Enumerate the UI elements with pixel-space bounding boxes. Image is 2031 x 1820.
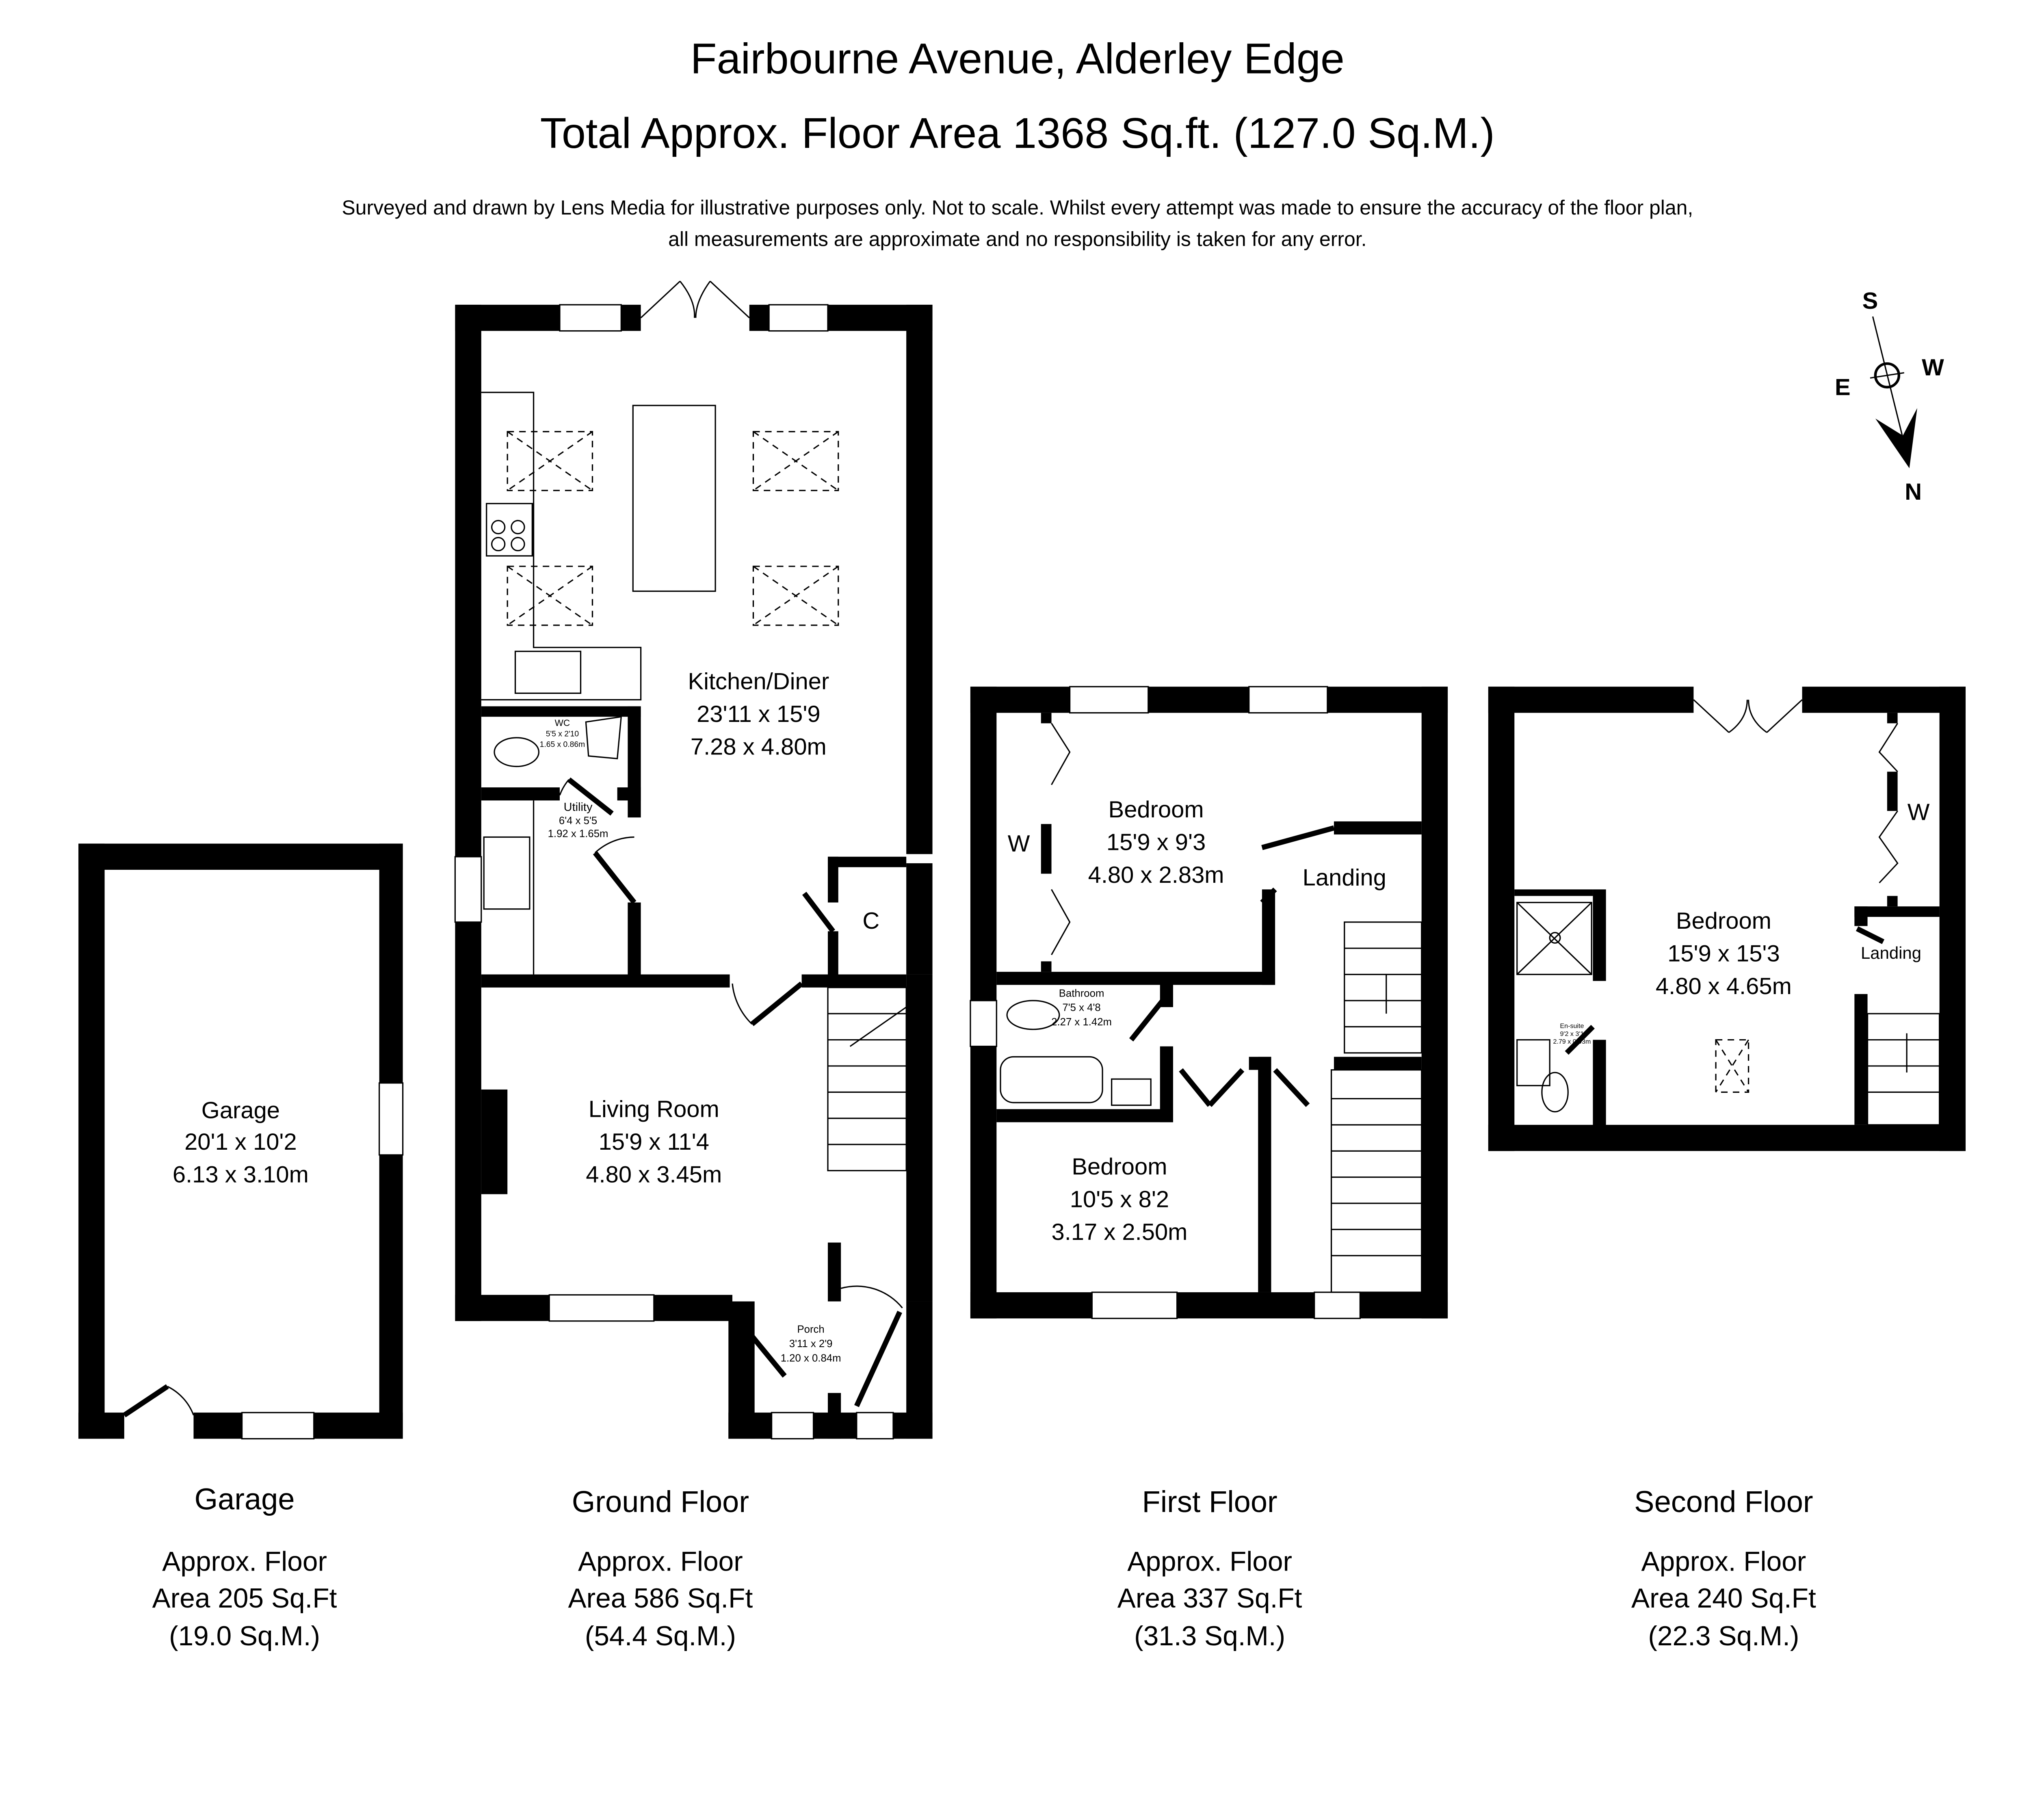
rooms-kitchen-name-label: Kitchen/Diner [688, 669, 829, 695]
floor-area-first: First Floor Approx. Floor Area 337 Sq.Ft… [1117, 1485, 1302, 1651]
rooms-ensuite-metric-label: 2.79 x 0.93m [1553, 1038, 1591, 1045]
rooms-bathroom-imperial-label: 7'5 x 4'8 [1062, 1002, 1100, 1014]
rooms-kitchen-imperial-label: 23'11 x 15'9 [697, 701, 821, 727]
second-floor-landing-label: Landing [1861, 943, 1921, 962]
rooms-bedroom1-name-label: Bedroom [1109, 797, 1204, 823]
floors-1-name-label: Ground Floor [572, 1485, 749, 1519]
floors-2-line2-label: Area 337 Sq.Ft [1117, 1583, 1302, 1614]
floors-2-line1-label: Approx. Floor [1127, 1547, 1292, 1577]
floors-2-line3-label: (31.3 Sq.M.) [1134, 1621, 1285, 1651]
rooms-wardrobe1-name-label: W [1008, 831, 1030, 857]
rooms-living-imperial-label: 15'9 x 11'4 [599, 1129, 709, 1155]
floors-3-line1-label: Approx. Floor [1641, 1547, 1806, 1577]
rooms-bathroom-metric-label: 2.27 x 1.42m [1051, 1016, 1112, 1028]
floors-0-line2-label: Area 205 Sq.Ft [152, 1583, 337, 1614]
floors-3-name-label: Second Floor [1634, 1485, 1813, 1519]
rooms-bedroom2-imperial-label: 10'5 x 8'2 [1070, 1187, 1169, 1213]
garage-plan: Garage 20'1 x 10'2 6.13 x 3.10m [78, 843, 404, 1440]
rooms-wc-imperial-label: 5'5 x 2'10 [546, 730, 579, 739]
floors-3-line3-label: (22.3 Sq.M.) [1648, 1621, 1799, 1651]
rooms-garage-imperial-label: 20'1 x 10'2 [184, 1129, 297, 1155]
floor-area-second: Second Floor Approx. Floor Area 240 Sq.F… [1631, 1485, 1816, 1651]
rooms-wc-name-label: WC [555, 718, 570, 728]
floor-area-ground: Ground Floor Approx. Floor Area 586 Sq.F… [568, 1485, 753, 1651]
rooms-porch-name-label: Porch [797, 1324, 824, 1335]
rooms-garage-metric-label: 6.13 x 3.10m [173, 1161, 309, 1187]
compass-e-label: E [1835, 374, 1851, 400]
floors-1-line1-label: Approx. Floor [578, 1547, 743, 1577]
floors-1-line2-label: Area 586 Sq.Ft [568, 1583, 753, 1614]
rooms-living-metric-label: 4.80 x 3.45m [586, 1161, 722, 1187]
rooms-living-name-label: Living Room [589, 1096, 719, 1122]
disclaimer-line-1: Surveyed and drawn by Lens Media for ill… [342, 196, 1693, 219]
rooms-bedroom2-metric-label: 3.17 x 2.50m [1051, 1219, 1187, 1245]
rooms-bedroom1-imperial-label: 15'9 x 9'3 [1106, 830, 1206, 856]
rooms-bathroom-name-label: Bathroom [1059, 988, 1104, 999]
floors-0-line1-label: Approx. Floor [162, 1547, 327, 1577]
rooms-bedroom2-name-label: Bedroom [1072, 1154, 1167, 1180]
rooms-bedroom3-name-label: Bedroom [1676, 908, 1771, 934]
plan-title: Fairbourne Avenue, Alderley Edge [691, 34, 1345, 82]
rooms-porch-imperial-label: 3'11 x 2'9 [789, 1338, 833, 1350]
rooms-bedroom1-metric-label: 4.80 x 2.83m [1088, 862, 1224, 888]
floors-0-name-label: Garage [195, 1482, 295, 1516]
compass-n-label: N [1905, 479, 1922, 505]
rooms-utility-imperial-label: 6'4 x 5'5 [559, 815, 597, 826]
compass-w-label: W [1922, 355, 1944, 381]
rooms-ensuite-name-label: En-suite [1560, 1023, 1584, 1030]
floors-2-name-label: First Floor [1142, 1485, 1277, 1519]
rooms-wc-metric-label: 1.65 x 0.86m [540, 740, 585, 749]
compass-s-label: S [1862, 288, 1878, 314]
floors-0-line3-label: (19.0 Sq.M.) [169, 1621, 320, 1651]
floor-plan: Fairbourne Avenue, Alderley Edge Total A… [78, 34, 1966, 1651]
first-floor-plan: Bedroom 15'9 x 9'3 4.80 x 2.83m W Landin… [970, 686, 1448, 1319]
rooms-porch-metric-label: 1.20 x 0.84m [781, 1353, 841, 1364]
rooms-ensuite-imperial-label: 9'2 x 3'1 [1560, 1030, 1584, 1038]
floor-area-garage: Garage Approx. Floor Area 205 Sq.Ft (19.… [152, 1482, 337, 1651]
rooms-wardrobe2-name-label: W [1908, 800, 1930, 826]
rooms-utility-metric-label: 1.92 x 1.65m [548, 828, 608, 840]
plan-total-area: Total Approx. Floor Area 1368 Sq.ft. (12… [540, 109, 1495, 157]
disclaimer-line-2: all measurements are approximate and no … [668, 228, 1366, 250]
rooms-kitchen-metric-label: 7.28 x 4.80m [691, 734, 827, 760]
rooms-landing1-name-label: Landing [1303, 865, 1386, 891]
rooms-bedroom3-imperial-label: 15'9 x 15'3 [1667, 940, 1780, 966]
floors-3-line2-label: Area 240 Sq.Ft [1631, 1583, 1816, 1614]
rooms-utility-name-label: Utility [564, 801, 593, 814]
rooms-cupboard-name-label: C [862, 908, 879, 934]
rooms-garage-name-label: Garage [201, 1098, 280, 1124]
compass-icon: S W E N [1835, 288, 1944, 505]
floors-1-line3-label: (54.4 Sq.M.) [585, 1621, 736, 1651]
second-floor-plan: Bedroom 15'9 x 15'3 4.80 x 4.65m W Landi… [1488, 685, 1966, 1151]
rooms-bedroom3-metric-label: 4.80 x 4.65m [1656, 973, 1792, 999]
ground-floor-plan: Kitchen/Diner 23'11 x 15'9 7.28 x 4.80m … [454, 281, 933, 1440]
